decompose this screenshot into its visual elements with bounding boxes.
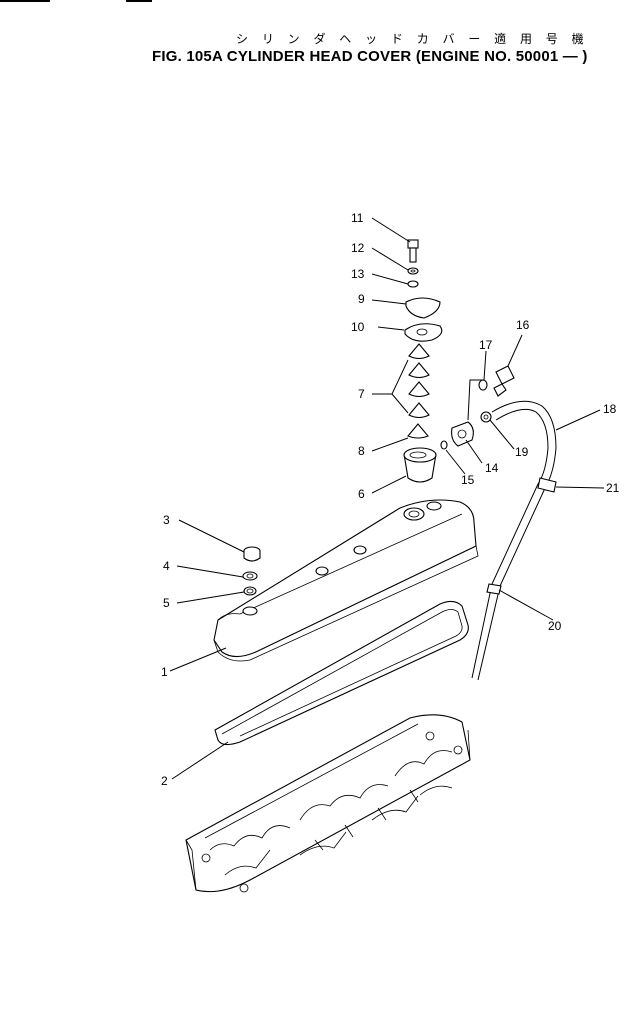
clamp-21 — [537, 477, 557, 493]
washer-12 — [407, 267, 419, 275]
top-left-rule — [0, 0, 50, 2]
cylinder-head — [185, 714, 471, 893]
o-ring-15 — [440, 440, 448, 450]
callout-4: 4 — [163, 559, 170, 573]
callout-labels: 1 2 3 4 5 6 7 8 9 10 11 12 13 14 15 16 1… — [161, 211, 620, 788]
clamp-20 — [486, 583, 502, 595]
element-stack-7 — [408, 343, 430, 419]
washer-17 — [478, 379, 488, 391]
callout-19: 19 — [515, 445, 529, 459]
callout-17: 17 — [479, 338, 493, 352]
callout-11: 11 — [351, 211, 364, 225]
callout-21: 21 — [606, 481, 620, 495]
o-ring-19 — [480, 411, 492, 423]
filler-neck-6 — [403, 447, 437, 483]
callout-6: 6 — [358, 487, 365, 501]
callout-12: 12 — [351, 241, 365, 255]
cylinder-head-cover — [213, 499, 479, 662]
callout-18: 18 — [603, 402, 617, 416]
washer-13 — [407, 280, 419, 288]
top-mid-rule — [126, 0, 152, 2]
callout-8: 8 — [358, 444, 365, 458]
title-japanese: シ リ ン ダ ヘ ッ ド カ バ ー 適 用 号 機 — [236, 32, 589, 46]
callout-16: 16 — [516, 318, 530, 332]
spacer-8 — [407, 423, 429, 439]
callout-13: 13 — [351, 267, 365, 281]
callout-1: 1 — [161, 665, 168, 679]
washer-4 — [242, 571, 258, 581]
callout-15: 15 — [461, 473, 475, 487]
breather-elbow-14 — [451, 421, 474, 447]
callout-5: 5 — [163, 596, 170, 610]
breather-tube-18 — [471, 400, 557, 681]
leader-lines — [169, 217, 605, 780]
callout-20: 20 — [548, 619, 562, 633]
cap-9 — [405, 297, 441, 319]
callout-2: 2 — [161, 774, 168, 788]
callout-14: 14 — [485, 461, 499, 475]
callout-10: 10 — [351, 320, 365, 334]
figure-title: FIG. 105A CYLINDER HEAD COVER (ENGINE NO… — [152, 48, 588, 65]
callout-9: 9 — [358, 292, 365, 306]
plate-10 — [404, 323, 443, 342]
figure-header: シ リ ン ダ ヘ ッ ド カ バ ー 適 用 号 機 FIG. 105A CY… — [0, 0, 643, 70]
callout-3: 3 — [163, 513, 170, 527]
seal-5 — [243, 586, 257, 596]
cap-3 — [243, 546, 261, 562]
bolt-16 — [493, 365, 515, 397]
bolt-11 — [407, 239, 419, 263]
callout-7: 7 — [358, 387, 365, 401]
